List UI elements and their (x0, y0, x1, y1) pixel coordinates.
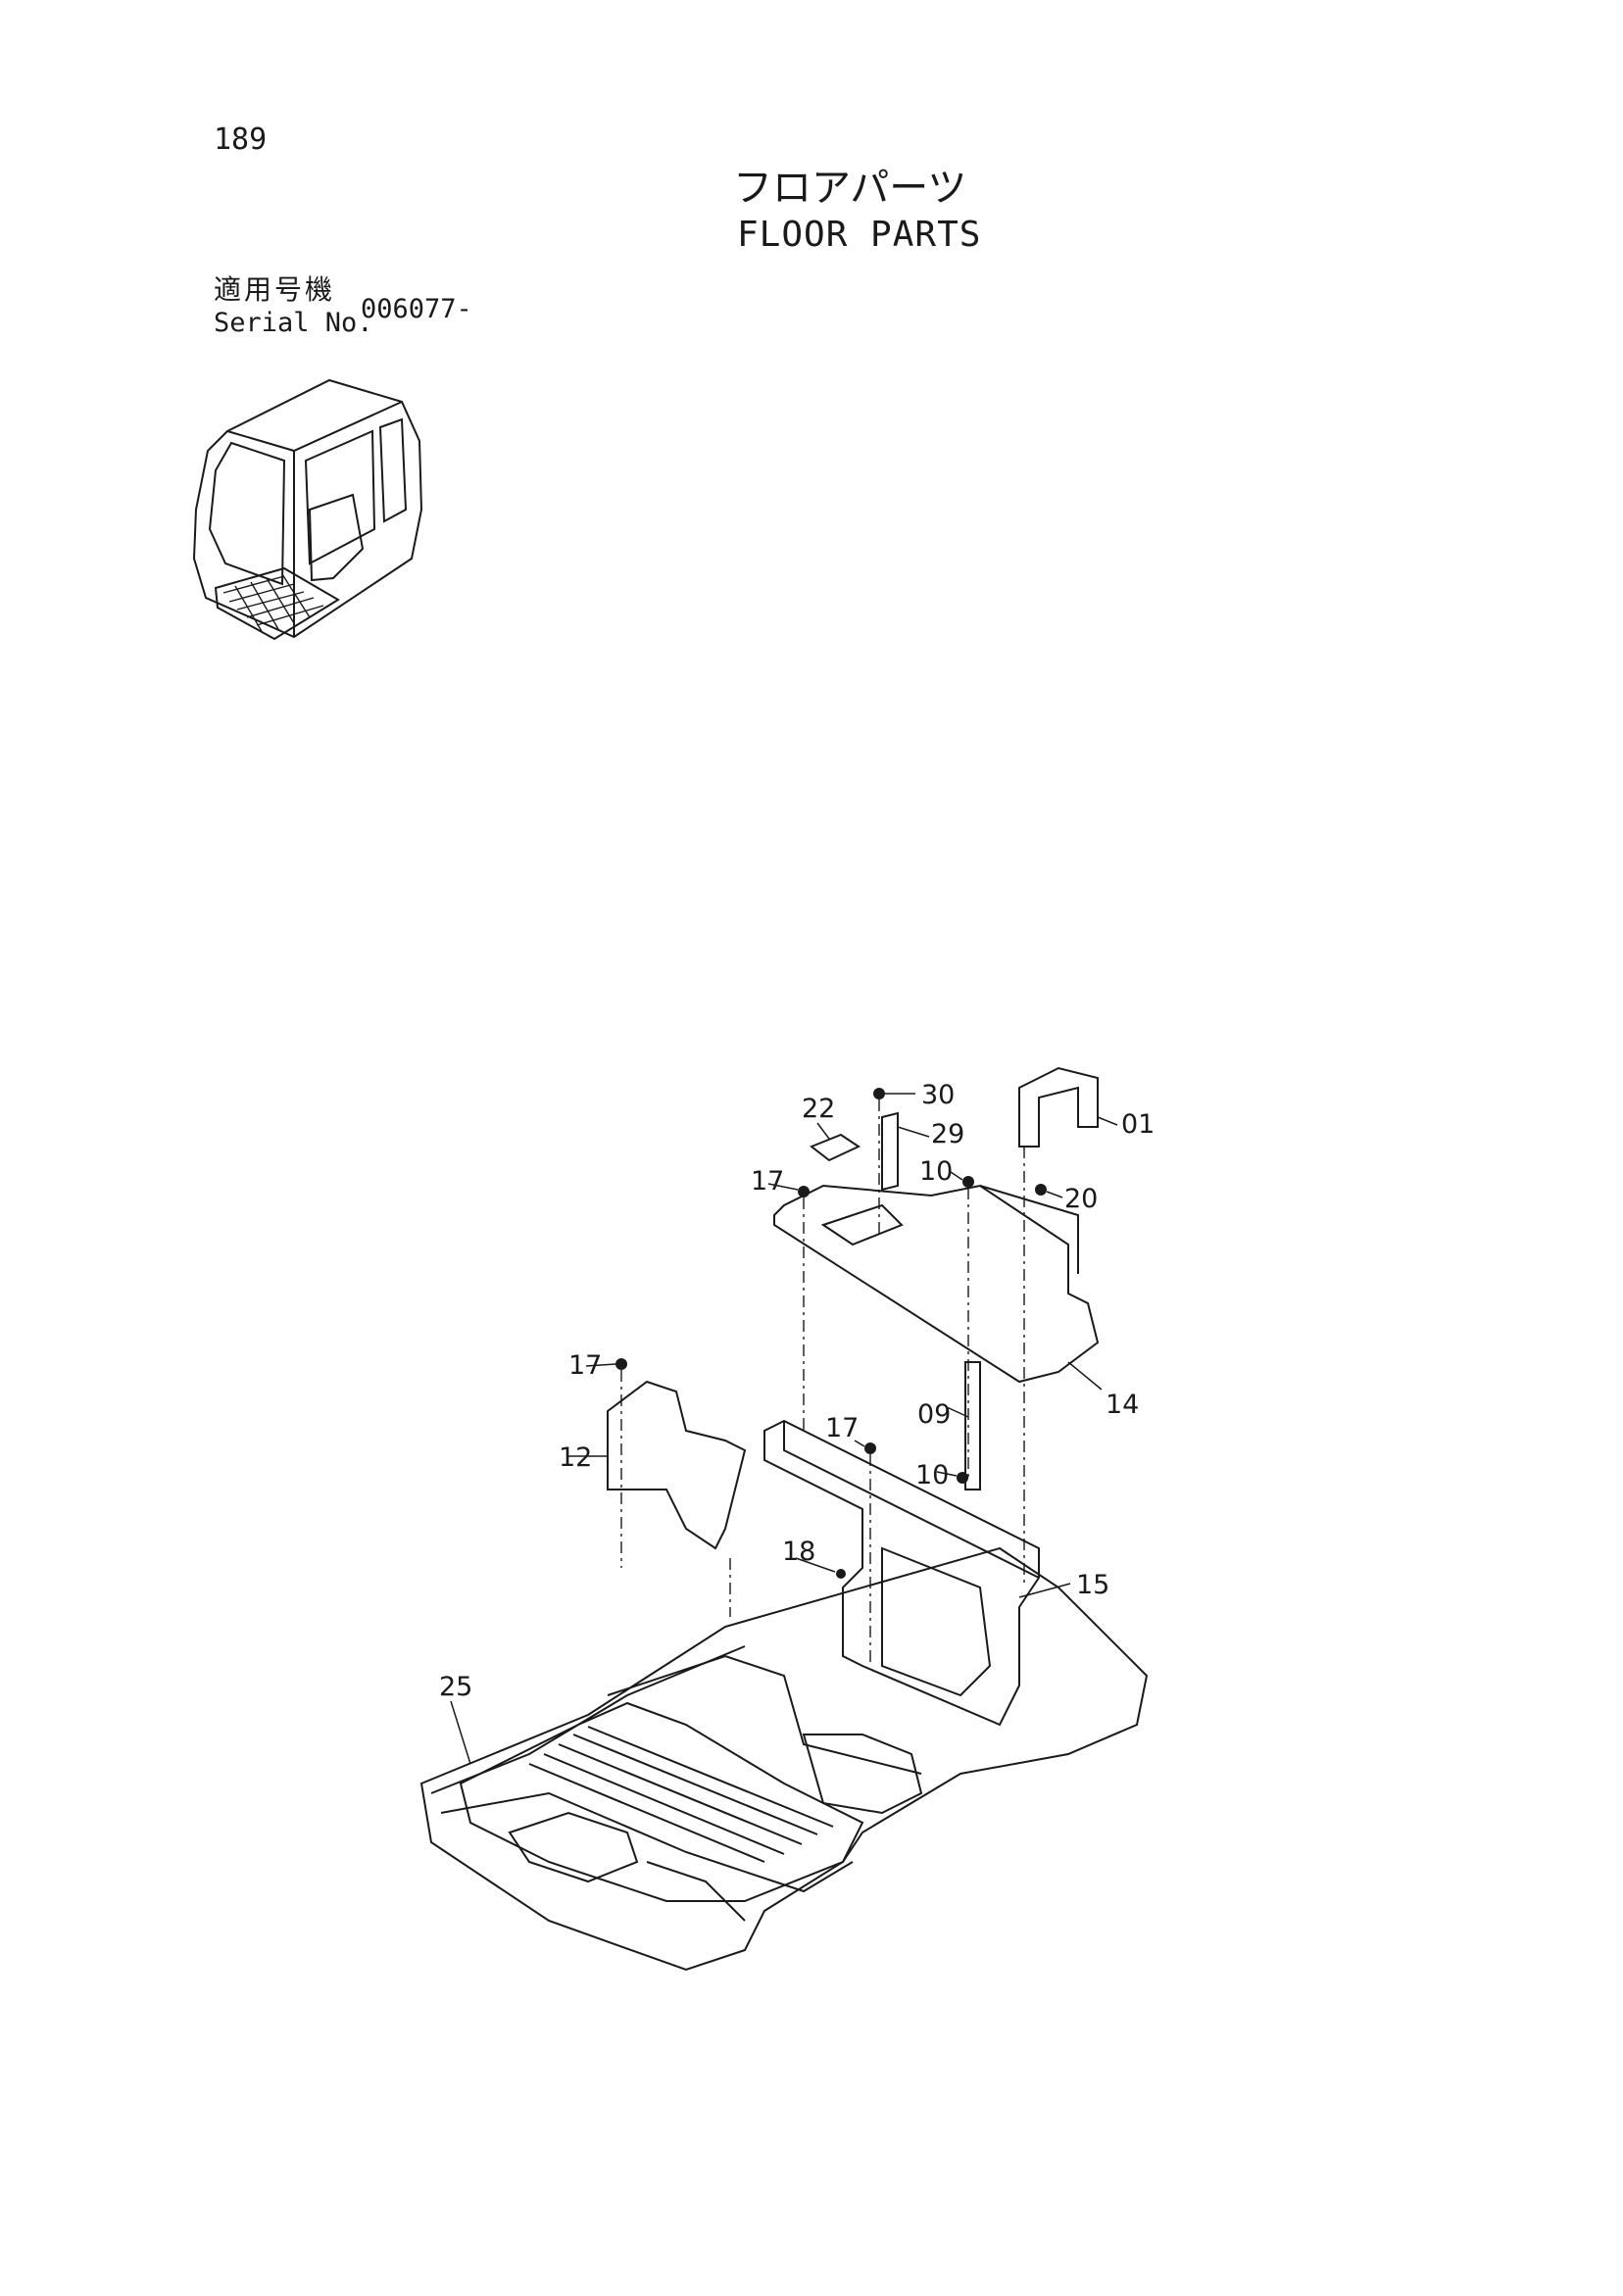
serial-label-english: Serial No. (214, 308, 373, 338)
page-title-english: FLOOR PARTS (737, 215, 982, 255)
strap-09 (964, 1361, 981, 1490)
callout-14: 14 (1106, 1390, 1139, 1420)
callout-12: 12 (559, 1442, 592, 1473)
cap-22 (810, 1133, 861, 1162)
callout-09: 09 (917, 1399, 951, 1430)
bolt-10-top (962, 1176, 974, 1188)
bolt-17-top (798, 1186, 810, 1197)
callout-30: 30 (921, 1080, 955, 1110)
bolt-17-left (615, 1358, 627, 1370)
clip-18 (836, 1569, 846, 1579)
callout-29: 29 (931, 1119, 964, 1149)
callout-20: 20 (1064, 1184, 1098, 1214)
upper-cover-plate (773, 1184, 1100, 1384)
callout-18: 18 (782, 1537, 815, 1567)
callout-17-center: 17 (825, 1413, 859, 1443)
callout-10-lower: 10 (915, 1460, 949, 1490)
callout-22: 22 (802, 1094, 835, 1124)
callout-15: 15 (1076, 1570, 1109, 1600)
bracket-01 (1018, 1066, 1099, 1148)
serial-label-japanese: 適用号機 (214, 273, 336, 306)
side-bracket (607, 1380, 747, 1550)
callout-10-top: 10 (919, 1156, 953, 1187)
bolt-17-center (864, 1442, 876, 1454)
callout-17-left: 17 (568, 1350, 602, 1381)
bolt-30 (873, 1088, 885, 1099)
callout-01: 01 (1121, 1109, 1155, 1140)
callout-25: 25 (439, 1672, 472, 1702)
strap-29 (881, 1111, 899, 1192)
page-number: 189 (214, 122, 268, 157)
bolt-20 (1035, 1184, 1047, 1196)
floor-mat-tray (459, 1701, 864, 1902)
center-tunnel (763, 1419, 1040, 1727)
callout-17-top: 17 (751, 1166, 784, 1197)
bolt-10-lower (957, 1472, 968, 1484)
floor-plate (419, 1546, 1149, 1972)
serial-number-value: 006077- (361, 294, 472, 324)
page-title-japanese: フロアパーツ (733, 166, 967, 211)
